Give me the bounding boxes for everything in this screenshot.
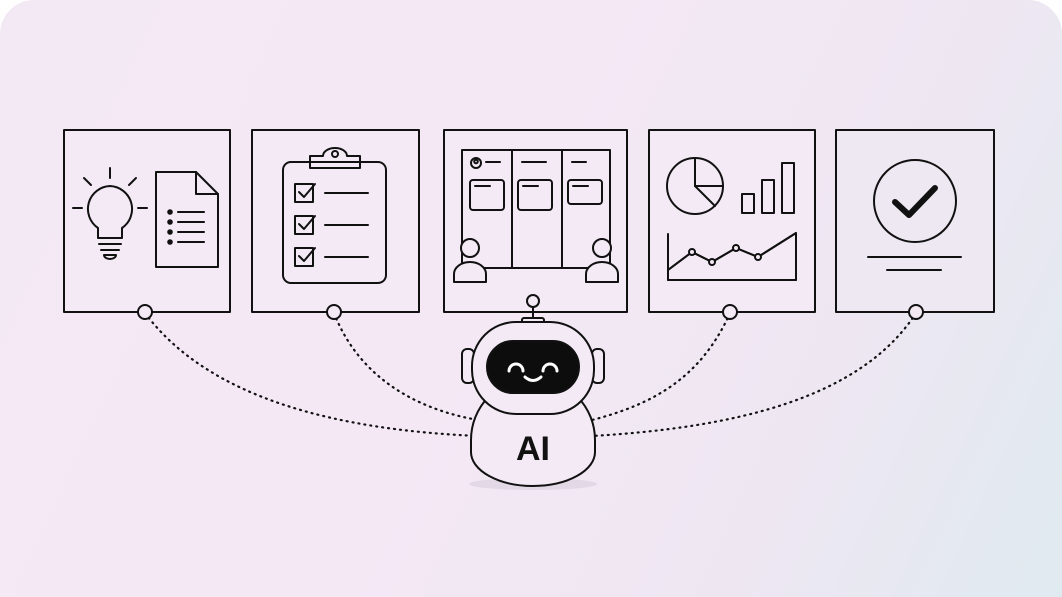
team-member-left-icon: [453, 238, 487, 283]
kanban-board-icon: [461, 149, 611, 269]
node-planning: [326, 304, 342, 320]
panel-analytics: [648, 129, 816, 313]
connector-ideation: [143, 311, 480, 438]
connector-planning: [332, 311, 480, 422]
robot-mouth: [523, 375, 543, 382]
team-member-right-icon: [585, 238, 619, 283]
robot-chest-label: AI: [516, 430, 550, 468]
robot-antenna-tip: [526, 294, 540, 308]
robot-eye-left: [507, 362, 525, 373]
checkmark-circle-icon: [873, 159, 957, 243]
connector-lines: [143, 311, 918, 438]
connector-nodes: [137, 304, 924, 320]
robot-face-screen: [486, 340, 580, 394]
line-chart-icon: [667, 232, 797, 281]
document-icon: [155, 171, 219, 268]
node-ideation: [137, 304, 153, 320]
node-completion: [908, 304, 924, 320]
bar-chart-icon: [741, 162, 795, 214]
connector-analytics: [590, 311, 732, 422]
panel-collaboration: [443, 129, 628, 313]
ai-robot: AI: [461, 294, 605, 490]
panel-planning: [251, 129, 420, 313]
connector-completion: [590, 311, 918, 438]
panel-ideation: [63, 129, 231, 313]
lightbulb-icon: [72, 167, 148, 260]
clipboard-icon: [282, 147, 387, 284]
node-analytics: [722, 304, 738, 320]
pie-chart-icon: [666, 157, 724, 215]
panel-completion: [835, 129, 995, 313]
robot-eye-right: [541, 362, 559, 373]
